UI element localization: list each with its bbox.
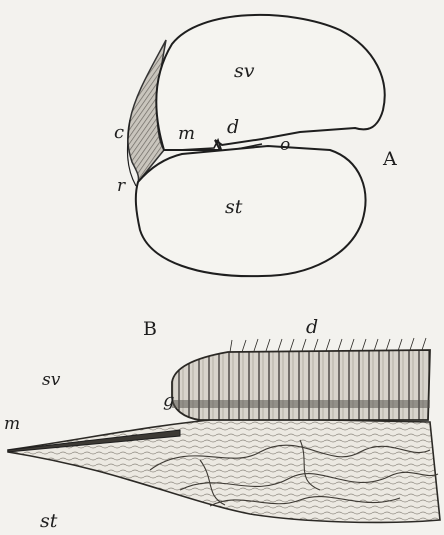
label-b-st: st xyxy=(40,512,57,531)
label-b-d: d xyxy=(306,318,318,337)
hair-cell-columns xyxy=(172,350,430,420)
label-a-r: r xyxy=(117,178,125,195)
label-b-g: g xyxy=(163,392,175,410)
label-a-sv: sv xyxy=(234,62,254,81)
label-a-m: m xyxy=(178,125,195,143)
panel-label-a: A xyxy=(383,150,397,169)
label-a-o: o xyxy=(280,137,290,154)
reticular-band xyxy=(172,400,430,408)
label-b-m: m xyxy=(4,416,20,433)
panel-label-b: B xyxy=(143,320,157,339)
label-a-c: c xyxy=(114,124,124,142)
basilar-membrane-region xyxy=(8,418,440,522)
label-b-sv: sv xyxy=(42,372,60,389)
scala-tympani-outline xyxy=(136,146,366,276)
label-a-st: st xyxy=(225,198,242,217)
label-a-d: d xyxy=(227,118,239,137)
